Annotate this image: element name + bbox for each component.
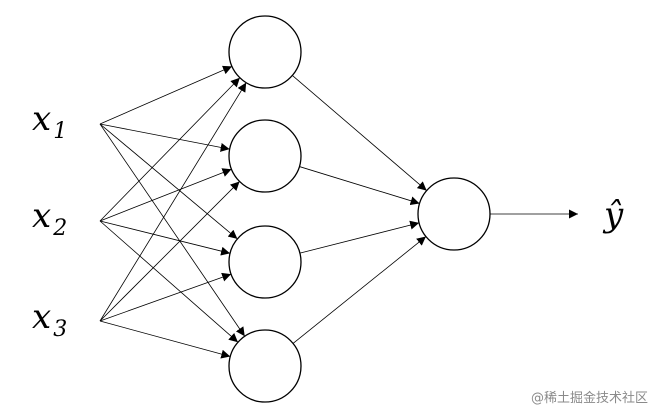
edge-x2-h3 (99, 220, 231, 256)
edge-x1-h2 (99, 123, 230, 152)
edge-x1-h4 (99, 123, 246, 337)
edge-x2-h1 (99, 77, 241, 222)
edges-layer (99, 65, 578, 359)
edge-x1-h1 (99, 65, 233, 125)
edge-h3-out (299, 220, 420, 254)
edge-x1-h3 (99, 123, 238, 240)
watermark-text: @稀土掘金技术社区 (531, 390, 648, 406)
output-label-y-hat: ŷ (602, 195, 624, 235)
edge-x2-h2 (99, 168, 232, 222)
hidden-node-4 (228, 329, 302, 403)
edge-x3-h2 (99, 181, 240, 322)
edge-h2-out (299, 166, 420, 206)
edge-x2-h4 (99, 220, 239, 343)
edge-x3-h3 (99, 272, 232, 322)
edge-h1-out (292, 75, 427, 191)
input-label-x3: x3 (32, 297, 67, 342)
input-label-x1: x1 (32, 99, 67, 144)
nodes-layer (228, 15, 491, 403)
edge-x3-h1 (99, 82, 247, 322)
edge-h4-out (292, 236, 427, 344)
output-node (417, 177, 491, 251)
hidden-node-1 (228, 15, 302, 89)
edge-x3-h4 (99, 320, 231, 359)
hidden-node-3 (228, 225, 302, 299)
input-label-x2: x2 (32, 196, 67, 241)
hidden-node-2 (228, 119, 302, 193)
